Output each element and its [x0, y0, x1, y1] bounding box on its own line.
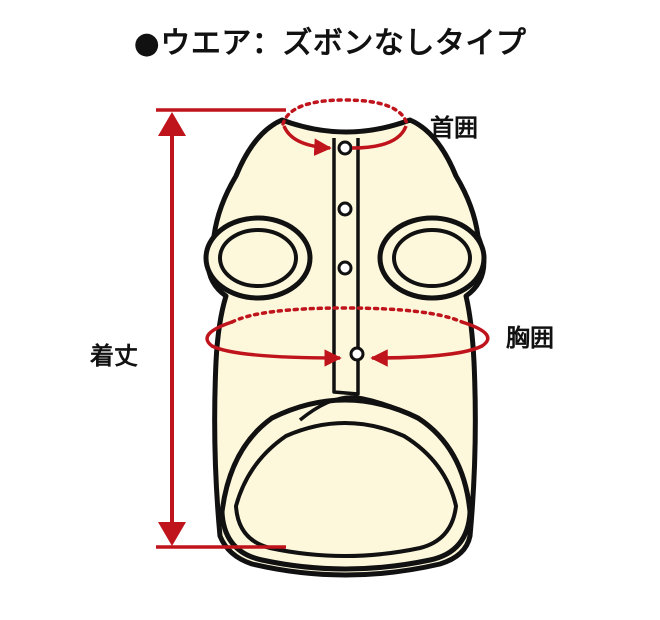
button-4 — [349, 346, 365, 362]
right-armhole-inner — [392, 228, 472, 288]
chest-measure-right — [370, 320, 490, 367]
button-1 — [337, 140, 353, 156]
left-armhole-inner — [218, 228, 298, 288]
button-2 — [337, 201, 353, 217]
neck-measure-dotted — [281, 98, 409, 126]
chest-measure-left — [205, 320, 342, 367]
button-3 — [337, 260, 353, 276]
chest-measure-dotted — [230, 306, 464, 324]
length-arrow-top — [158, 112, 186, 136]
neck-measure-solid — [351, 125, 408, 150]
neck-label: 首囲 — [430, 114, 478, 142]
length-arrow-bottom — [158, 522, 186, 546]
diagram-title: ●ウエア：ズボンなしタイプ — [133, 26, 527, 61]
chest-label: 胸囲 — [506, 324, 554, 352]
hem-fold — [298, 395, 421, 422]
neck-measure-arrow — [282, 125, 332, 156]
bottom-opening-inner — [233, 421, 459, 558]
length-label: 着丈 — [90, 342, 138, 370]
